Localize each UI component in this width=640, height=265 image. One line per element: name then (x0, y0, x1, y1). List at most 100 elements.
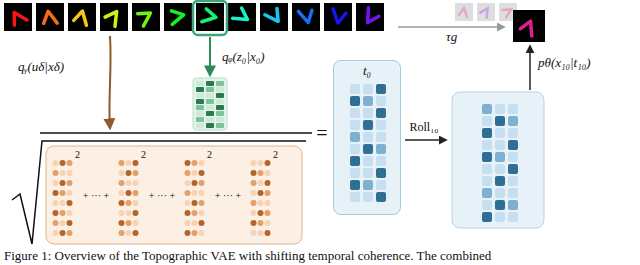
u-cell (67, 200, 73, 206)
u-cell (185, 200, 191, 206)
t-cell (508, 212, 518, 222)
u-cell (199, 190, 205, 196)
sprite-background (292, 3, 320, 31)
u-cell (185, 190, 191, 196)
t-cell (482, 128, 492, 138)
t-cell (363, 192, 373, 202)
t-cell (376, 108, 386, 118)
faded-background (455, 3, 473, 21)
t-cell (363, 168, 373, 178)
t-cell (363, 180, 373, 190)
sprite-frame (36, 3, 64, 31)
t-cell (376, 144, 386, 154)
t-cell (508, 128, 518, 138)
t-box-fill (333, 60, 401, 215)
u-cell (192, 180, 198, 186)
faded-sprites (455, 3, 517, 21)
u-cell (126, 220, 132, 226)
sprite-background (164, 3, 192, 31)
u-cell (60, 190, 66, 196)
output-sprite (519, 19, 535, 36)
latent-cell (206, 105, 214, 110)
t-cell (508, 200, 518, 210)
u-cell (53, 170, 59, 176)
t-cell (495, 140, 505, 150)
sprite-shape (363, 8, 380, 26)
u-cell (251, 210, 257, 216)
u-cell (251, 160, 257, 166)
u-cell (265, 170, 271, 176)
u-cell (133, 190, 139, 196)
u-cell (199, 210, 205, 216)
u-cell (265, 200, 271, 206)
sprite-background (196, 3, 224, 31)
latent-cell (206, 111, 214, 116)
u-cell (119, 180, 125, 186)
transform-arrow (398, 26, 504, 28)
sprite-frame (260, 3, 288, 31)
t-cell (350, 156, 360, 166)
t-cell (508, 152, 518, 162)
u-cell (199, 160, 205, 166)
sprite-shape (135, 7, 154, 26)
encoder-label: qᵩ(z₀|x₀) (222, 50, 265, 65)
roll-arrow (405, 139, 446, 141)
latent-cell (206, 123, 214, 128)
u-cell (133, 220, 139, 226)
latent-cell (196, 105, 204, 110)
box-label: t₀ (334, 61, 400, 79)
u-cell (258, 230, 264, 236)
t-cell (482, 164, 492, 174)
u-cell (126, 180, 132, 186)
t-cell (495, 116, 505, 126)
t-cell (495, 200, 505, 210)
u-cell (133, 230, 139, 236)
u-cell (67, 170, 73, 176)
u-cell (185, 180, 191, 186)
u-cell (199, 200, 205, 206)
latent-grid-frame (193, 78, 227, 130)
sprite-shape (233, 6, 251, 24)
u-cell (185, 230, 191, 236)
t-cell (482, 104, 492, 114)
latent-cell (196, 99, 204, 104)
u-cell (133, 170, 139, 176)
t-cell (508, 188, 518, 198)
t-cell (482, 140, 492, 150)
latent-cell (206, 99, 214, 104)
sprite-background (4, 3, 32, 31)
u-cell (251, 190, 257, 196)
u-cell (53, 180, 59, 186)
u-cell (133, 200, 139, 206)
latent-cell (216, 111, 224, 116)
u-cell (258, 160, 264, 166)
u-cell (53, 220, 59, 226)
decoder-label: pθ(x₁₀|t₁₀) (538, 56, 591, 71)
u-cell (119, 160, 125, 166)
exponent: 2 (207, 149, 212, 161)
exponent: 2 (273, 149, 278, 161)
u-cell (251, 170, 257, 176)
latent-cell (206, 117, 214, 122)
sprite-frame (196, 3, 224, 31)
u-cell (192, 200, 198, 206)
t-cell (508, 140, 518, 150)
fraction-bar (40, 132, 312, 134)
u-cell (53, 230, 59, 236)
u-cell (119, 170, 125, 176)
u-cell (67, 220, 73, 226)
u-cell (185, 160, 191, 166)
t-cell (495, 164, 505, 174)
u-cell (60, 220, 66, 226)
u-cell (258, 170, 264, 176)
u-cell (192, 230, 198, 236)
u-cell (265, 220, 271, 226)
u-cell (119, 230, 125, 236)
t-cell (376, 156, 386, 166)
faded-background (477, 3, 495, 21)
u-cell (258, 200, 264, 206)
u-cell (126, 200, 132, 206)
latent-cell (196, 81, 204, 86)
u-cell (67, 230, 73, 236)
sprite-frame (132, 3, 160, 31)
